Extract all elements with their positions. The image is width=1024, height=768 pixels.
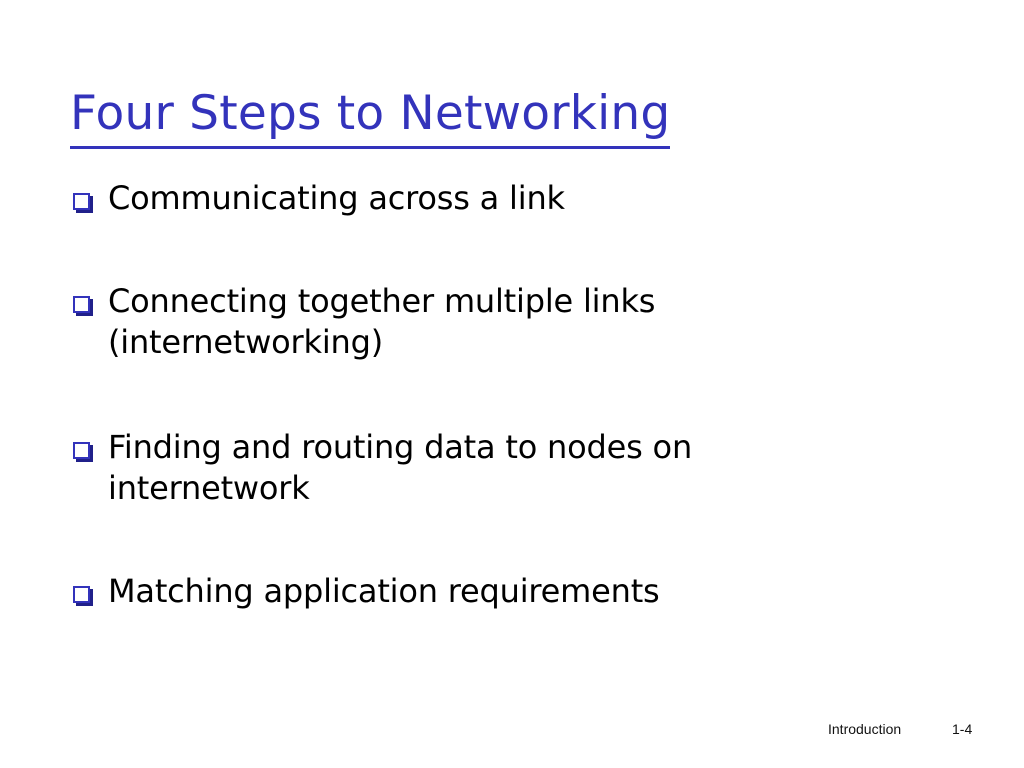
title-block: Four Steps to Networking bbox=[70, 54, 950, 181]
square-bullet-icon bbox=[73, 296, 90, 313]
list-item: Matching application requirements bbox=[70, 571, 870, 612]
list-item: Communicating across a link bbox=[70, 178, 870, 219]
list-item-label: Matching application requirements bbox=[108, 572, 660, 610]
footer-chapter-label: Introduction bbox=[828, 721, 902, 737]
list-item-label: Communicating across a link bbox=[108, 179, 565, 217]
list-item-label: Connecting together multiple links (inte… bbox=[108, 282, 656, 361]
footer-page-number: 1-4 bbox=[952, 721, 973, 737]
slide-footer: Introduction 1-4 bbox=[0, 720, 1024, 744]
square-bullet-icon bbox=[73, 442, 90, 459]
list-item-label: Finding and routing data to nodes on int… bbox=[108, 428, 693, 507]
square-bullet-icon bbox=[73, 586, 90, 603]
bullet-list: Communicating across a link Connecting t… bbox=[70, 178, 870, 612]
square-bullet-icon bbox=[73, 193, 90, 210]
list-item: Finding and routing data to nodes on int… bbox=[70, 427, 870, 509]
list-item: Connecting together multiple links (inte… bbox=[70, 281, 870, 363]
page-title: Four Steps to Networking bbox=[70, 85, 671, 150]
